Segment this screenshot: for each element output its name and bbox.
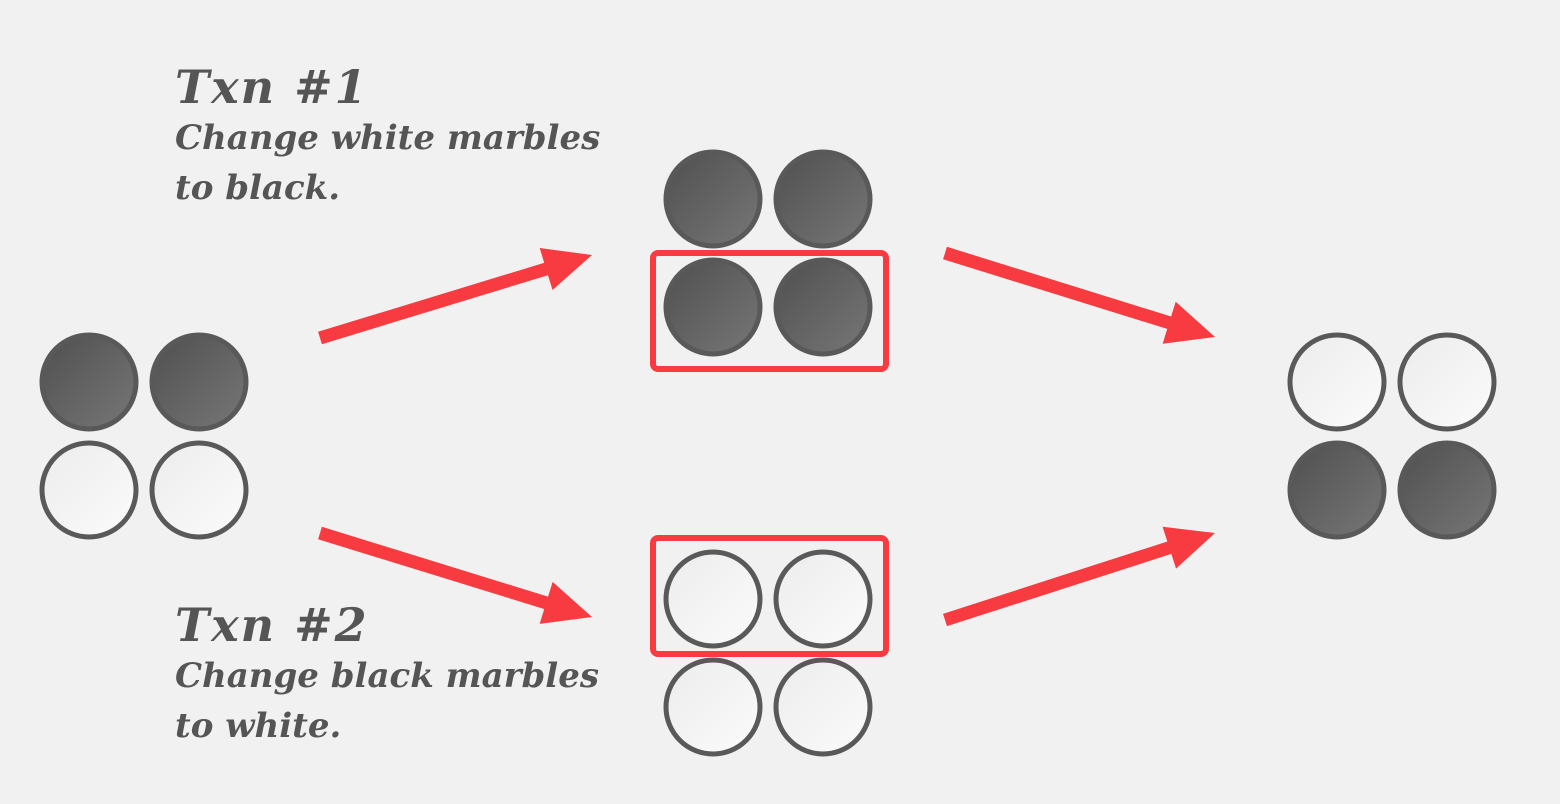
txn2-desc-line1: Change black marbles — [175, 655, 599, 696]
arrow-shaft — [943, 540, 1177, 627]
light-marble — [1287, 332, 1387, 432]
dark-marble — [1287, 440, 1387, 540]
light-marble — [1397, 332, 1497, 432]
txn1-title: Txn #1 — [175, 60, 369, 114]
dark-marble — [773, 149, 873, 249]
dark-marble — [663, 149, 763, 249]
txn1-desc-line1: Change white marbles — [175, 117, 601, 158]
arrow-2 — [318, 526, 592, 624]
dark-marble — [149, 332, 249, 432]
light-marble — [663, 549, 763, 649]
light-marble — [773, 657, 873, 757]
dark-marble — [1397, 440, 1497, 540]
txn2-label: Txn #2 Change black marbles to white. — [175, 600, 599, 751]
initial-state-group — [39, 332, 249, 540]
txn2-result-group — [663, 549, 873, 757]
highlight-box — [650, 535, 889, 657]
light-marble — [39, 440, 139, 540]
txn2-desc-line2: to white. — [175, 705, 342, 746]
arrow-head — [1162, 526, 1215, 569]
light-marble — [149, 440, 249, 540]
txn1-result-group — [663, 149, 873, 357]
arrow-1 — [318, 247, 592, 345]
txn2-title: Txn #2 — [175, 598, 369, 652]
dark-marble — [663, 257, 763, 357]
arrow-shaft — [318, 261, 553, 345]
arrow-head — [539, 581, 592, 624]
txn1-desc-line2: to black. — [175, 167, 341, 208]
txn1-label: Txn #1 Change white marbles to black. — [175, 62, 600, 213]
highlight-box — [650, 250, 889, 372]
arrow-head — [539, 247, 592, 291]
final-state-group — [1287, 332, 1497, 540]
arrow-shaft — [318, 526, 553, 611]
light-marble — [663, 657, 763, 757]
light-marble — [773, 549, 873, 649]
arrow-3 — [943, 246, 1215, 344]
dark-marble — [773, 257, 873, 357]
dark-marble — [39, 332, 139, 432]
arrow-head — [1162, 301, 1215, 344]
arrow-4 — [943, 526, 1215, 627]
arrow-shaft — [943, 246, 1176, 331]
